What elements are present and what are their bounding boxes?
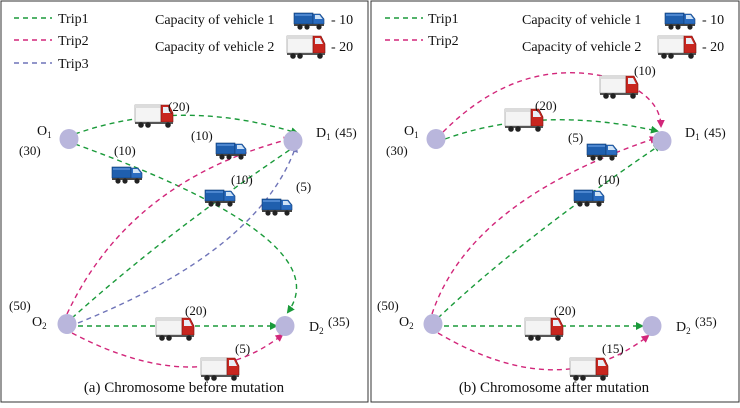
red-truck-icon (569, 357, 609, 382)
route-o1-d1-trip1 (74, 114, 299, 136)
legend-trip1-label: Trip1 (428, 12, 459, 27)
load-label: (20) (554, 303, 576, 318)
capacity-vehicle2-value: - 20 (331, 40, 353, 55)
node-d1-label: D1 (685, 126, 700, 142)
legend-trip1-label: Trip1 (58, 12, 89, 27)
node-o2-demand: (50) (9, 298, 31, 313)
panel-b-frame (370, 0, 740, 403)
node-o2-demand: (50) (377, 298, 399, 313)
panel-b: Trip1 Trip2 Capacity of vehicle 1 - 10 C… (377, 12, 726, 396)
panel-a: Trip1 Trip2 Trip3 Capacity of vehicle 1 … (9, 12, 357, 396)
node-d1-demand: (45) (335, 125, 357, 140)
load-label: (5) (235, 341, 250, 356)
blue-truck-icon (261, 198, 293, 217)
load-label: (15) (602, 341, 624, 356)
node-d2-demand: (35) (328, 314, 350, 329)
node-o1-demand: (30) (386, 143, 408, 158)
blue-truck-icon (215, 142, 247, 161)
legend-trip2-label: Trip2 (428, 34, 459, 49)
legend-trip2-label: Trip2 (58, 34, 89, 49)
load-label: (20) (185, 303, 207, 318)
panel-a-frame (0, 0, 369, 403)
node-o1-label: O1 (37, 124, 52, 140)
node-o1 (59, 129, 79, 149)
route-o2-d2-trip2 (71, 332, 284, 368)
node-d2-label: D2 (309, 320, 324, 336)
node-o2-label: O2 (32, 315, 47, 331)
node-d1-label: D1 (316, 126, 331, 142)
legend-b: Trip1 Trip2 (385, 12, 459, 49)
red-truck-icon (599, 75, 639, 100)
load-label: (20) (168, 99, 190, 114)
capacity-vehicle1-value: - 10 (331, 13, 353, 28)
red-truck-icon (524, 317, 564, 342)
blue-truck-icon (573, 189, 605, 208)
load-label: (20) (535, 98, 557, 113)
node-d2-label: D2 (676, 320, 691, 336)
node-o1-demand: (30) (19, 143, 41, 158)
load-label: (10) (598, 172, 620, 187)
red-truck-icon (657, 35, 697, 60)
load-label: (10) (191, 128, 213, 143)
legend-trip3-label: Trip3 (58, 57, 89, 72)
load-label: (10) (634, 63, 656, 78)
caption-b: (b) Chromosome after mutation (459, 380, 650, 396)
node-d2 (275, 316, 295, 336)
load-label: (5) (296, 179, 311, 194)
blue-truck-icon (586, 143, 618, 162)
route-o2-d1-trip2 (66, 136, 292, 315)
legend-a: Trip1 Trip2 Trip3 (14, 12, 89, 72)
red-truck-icon (200, 357, 240, 382)
node-d1-demand: (45) (704, 125, 726, 140)
capacity-vehicle1-label: Capacity of vehicle 1 (155, 13, 274, 28)
route-o2-d1-trip2 (431, 136, 658, 315)
capacity-vehicle1-value: - 10 (702, 13, 724, 28)
node-d1 (652, 131, 672, 151)
caption-a: (a) Chromosome before mutation (84, 380, 285, 396)
capacity-vehicle1-label: Capacity of vehicle 1 (522, 13, 641, 28)
node-o2 (57, 314, 77, 334)
blue-truck-icon (664, 12, 696, 31)
route-o2-d2-trip2 (437, 332, 650, 371)
capacity-vehicle2-label: Capacity of vehicle 2 (522, 40, 641, 55)
load-label: (10) (114, 143, 136, 158)
capacity-vehicle2-value: - 20 (702, 40, 724, 55)
route-o2-d1-trip1 (71, 143, 299, 319)
blue-truck-icon (293, 12, 325, 31)
load-label: (10) (231, 172, 253, 187)
blue-truck-icon (111, 166, 143, 185)
route-o2-d1-trip3 (77, 144, 298, 324)
route-o1-d1-trip1 (444, 119, 659, 140)
route-o1-d1-trip2 (442, 72, 665, 133)
red-truck-icon (286, 35, 326, 60)
node-o2-label: O2 (399, 315, 414, 331)
route-o2-d1-trip1 (437, 143, 662, 319)
node-o1-label: O1 (404, 124, 419, 140)
red-truck-icon (155, 317, 195, 342)
node-d1 (283, 131, 303, 151)
node-o1 (426, 129, 446, 149)
capacity-b: Capacity of vehicle 1 - 10 Capacity of v… (522, 12, 724, 60)
node-o2 (423, 314, 443, 334)
capacity-vehicle2-label: Capacity of vehicle 2 (155, 40, 274, 55)
node-d2-demand: (35) (695, 314, 717, 329)
blue-truck-icon (204, 189, 236, 208)
capacity-a: Capacity of vehicle 1 - 10 Capacity of v… (155, 12, 353, 60)
node-d2 (642, 316, 662, 336)
load-label: (5) (568, 130, 583, 145)
